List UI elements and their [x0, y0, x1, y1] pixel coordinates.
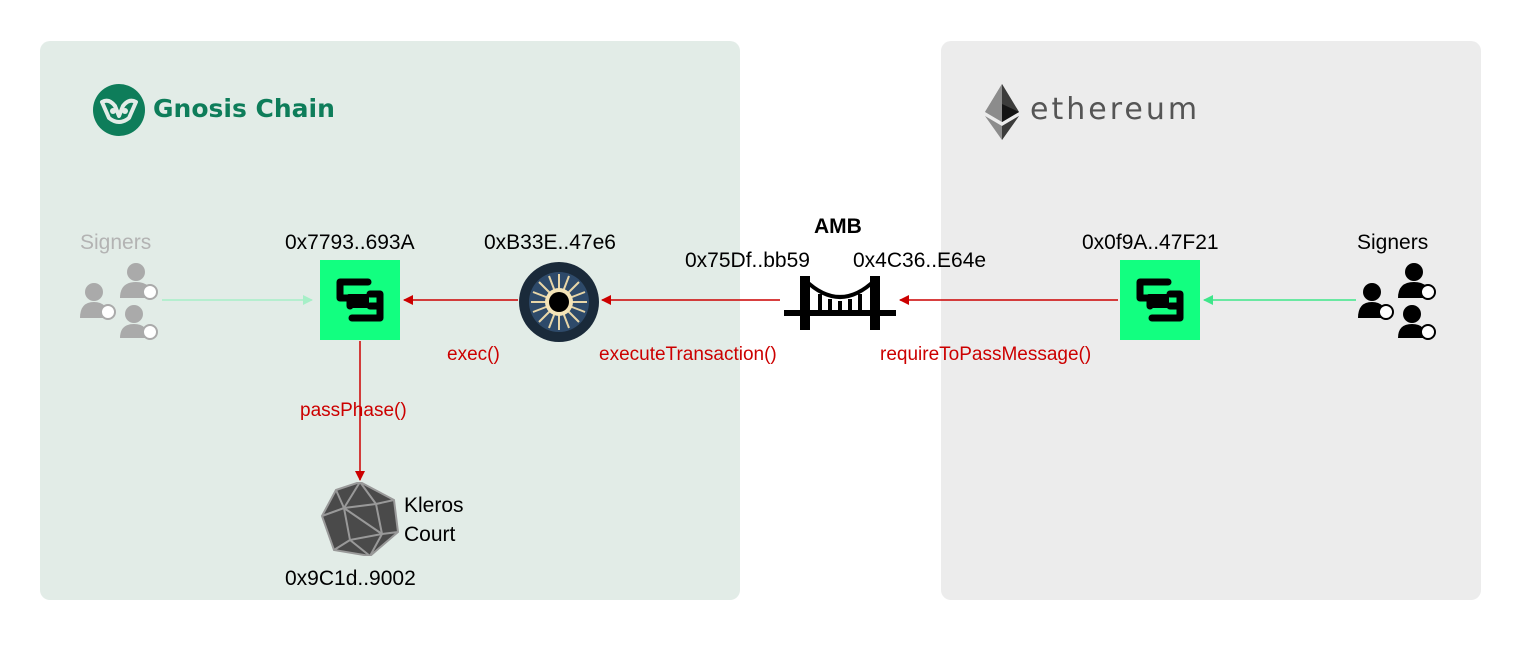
- ethereum-brand-text: ethereum: [1030, 92, 1201, 127]
- eth-safe-node[interactable]: [1120, 260, 1200, 340]
- signers-icon: [1358, 263, 1436, 340]
- bridge-title: AMB: [814, 215, 862, 238]
- kleros-label-line2: Court: [404, 523, 456, 546]
- gnosis-safe-node[interactable]: [320, 260, 400, 340]
- ethereum-diamond-icon: [985, 84, 1019, 140]
- signers-icon: [80, 263, 158, 340]
- execute-transaction-label: executeTransaction(): [599, 344, 777, 365]
- gnosis-safe-address: 0x7793..693A: [285, 231, 415, 254]
- left-signers-label: Signers: [80, 231, 152, 254]
- bridge-icon[interactable]: [784, 272, 896, 332]
- module-address: 0xB33E..47e6: [484, 231, 616, 254]
- require-to-pass-message-label: requireToPassMessage(): [880, 344, 1092, 365]
- bridge-gnosis-address: 0x75Df..bb59: [685, 249, 810, 272]
- kleros-address: 0x9C1d..9002: [285, 567, 416, 590]
- safe-icon: [336, 278, 384, 322]
- gnosis-owl-icon: [93, 84, 145, 136]
- kleros-icosahedron-icon[interactable]: [320, 482, 400, 556]
- zodiac-module-icon[interactable]: [519, 262, 599, 342]
- bridge-eth-address: 0x4C36..E64e: [853, 249, 987, 272]
- eth-safe-address: 0x0f9A..47F21: [1082, 231, 1219, 254]
- kleros-label-line1: Kleros: [404, 494, 464, 517]
- pass-phase-label: passPhase(): [300, 400, 407, 421]
- exec-call-label: exec(): [447, 344, 500, 365]
- ethereum-panel: [941, 41, 1481, 600]
- gnosis-brand-text: Gnosis Chain: [153, 94, 335, 123]
- safe-icon: [1136, 278, 1184, 322]
- right-signers-label: Signers: [1357, 231, 1429, 254]
